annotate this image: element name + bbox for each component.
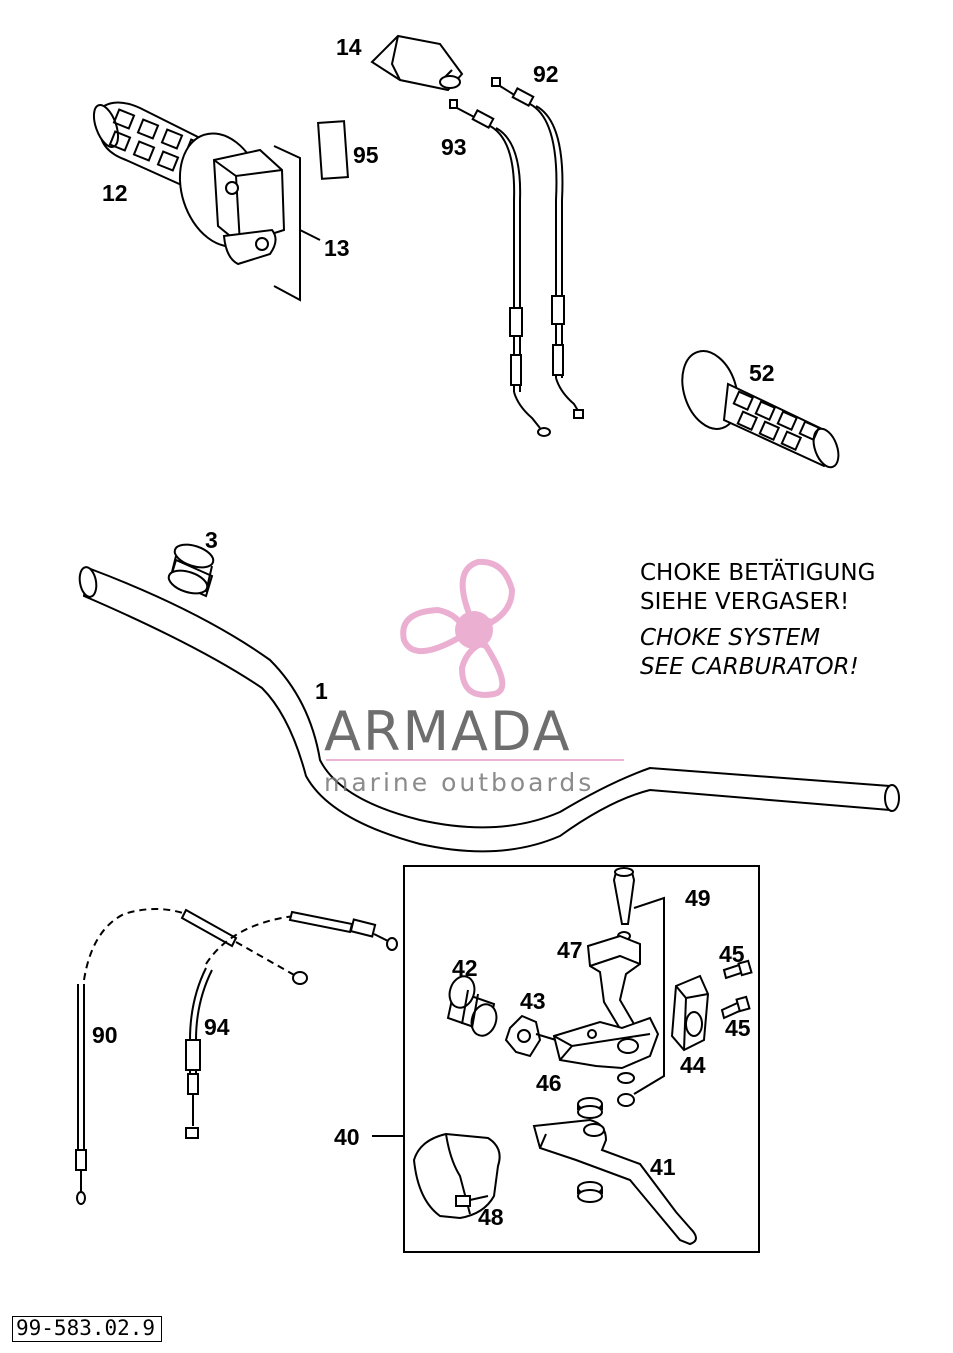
part-93-throttle-cable (449, 99, 551, 437)
label-14: 14 (336, 34, 362, 60)
part-13-throttle-housing (212, 145, 321, 302)
part-41-clutch-lever (532, 1118, 697, 1246)
watermark-subtitle: marine outboards (324, 768, 594, 797)
label-47: 47 (557, 937, 583, 963)
label-46: 46 (536, 1070, 562, 1096)
note-line-1: CHOKE BETÄTIGUNG (640, 558, 875, 586)
label-1: 1 (315, 678, 328, 704)
label-42: 42 (452, 955, 478, 981)
part-90-cable (75, 908, 308, 1205)
part-46-lever-mount (552, 1016, 660, 1070)
part-3-bushing (167, 543, 215, 598)
label-44: 44 (680, 1052, 706, 1078)
part-94-cable (185, 910, 398, 1139)
label-45b: 45 (725, 1015, 751, 1041)
part-52-left-grip (681, 350, 840, 469)
part-1-handlebar (78, 566, 900, 853)
propeller-hub (455, 611, 493, 649)
choke-note: CHOKE BETÄTIGUNG SIEHE VERGASER! CHOKE S… (640, 558, 875, 680)
label-48: 48 (478, 1204, 504, 1230)
part-labels: 14 92 95 93 12 13 52 3 1 49 47 45 42 43 … (92, 34, 775, 1230)
note-line-3: CHOKE SYSTEM (640, 625, 820, 651)
label-90: 90 (92, 1022, 118, 1048)
propeller-logo (400, 558, 516, 698)
clutch-assembly-box (372, 865, 760, 1253)
label-41: 41 (650, 1154, 676, 1180)
label-45a: 45 (719, 941, 745, 967)
label-52: 52 (749, 360, 775, 386)
label-93: 93 (441, 134, 467, 160)
part-47-bracket (586, 934, 641, 1034)
label-95: 95 (353, 142, 379, 168)
label-43: 43 (520, 988, 546, 1014)
note-line-4: SEE CARBURATOR! (640, 654, 859, 680)
reference-code: 99-583.02.9 (12, 1316, 162, 1342)
part-48-lever-guard (412, 1132, 501, 1220)
part-44-clamp (670, 974, 710, 1052)
label-12: 12 (102, 180, 128, 206)
part-43-adjuster (504, 1014, 557, 1058)
part-95-gasket (317, 120, 349, 180)
label-94: 94 (204, 1014, 230, 1040)
label-3: 3 (205, 527, 218, 553)
watermark: ARMADA marine outboards (324, 558, 624, 797)
label-13: 13 (324, 235, 350, 261)
label-40: 40 (334, 1124, 360, 1150)
part-92-throttle-cable (491, 77, 584, 419)
part-washers (577, 1072, 635, 1203)
part-45-bolts (720, 959, 753, 1020)
watermark-title: ARMADA (324, 700, 572, 763)
part-49-pin (612, 867, 665, 1095)
label-92: 92 (533, 61, 559, 87)
label-49: 49 (685, 885, 711, 911)
note-line-2: SIEHE VERGASER! (640, 589, 849, 615)
part-42-dust-cap (446, 975, 498, 1037)
part-14-throttle-cover (370, 34, 464, 92)
